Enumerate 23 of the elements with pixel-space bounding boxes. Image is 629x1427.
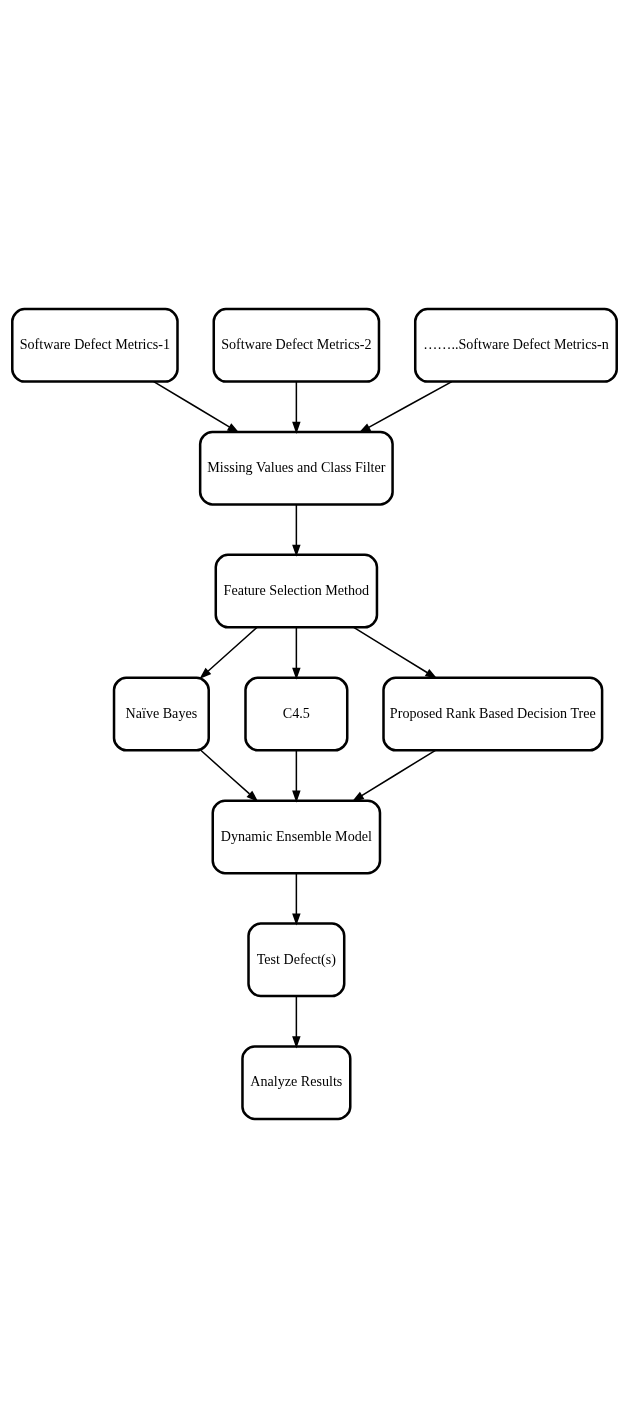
arrow: [199, 626, 258, 679]
arrow: [152, 380, 240, 433]
node-box: Dynamic Ensemble Model: [211, 798, 382, 874]
node-box: Analyze Results: [241, 1044, 352, 1120]
node-box: Test Defect(s): [247, 921, 346, 997]
arrow: [292, 503, 301, 557]
arrow: [352, 626, 438, 679]
node-box: Software Defect Metrics-1: [11, 307, 179, 383]
arrow: [292, 871, 301, 926]
arrow: [200, 749, 259, 802]
arrow: [292, 749, 301, 803]
node-box: Missing Values and Class Filter: [198, 430, 394, 506]
arrow: [292, 626, 301, 680]
arrow: [351, 749, 437, 802]
arrow: [292, 994, 301, 1048]
node-box: C4.5: [244, 675, 349, 752]
node-box: ……..Software Defect Metrics-n: [414, 307, 618, 383]
node-box: Proposed Rank Based Decision Tree: [382, 675, 604, 752]
node-box: Feature Selection Method: [214, 553, 379, 629]
node-box: Naïve Bayes: [112, 675, 210, 752]
arrow: [358, 380, 453, 433]
node-box: Software Defect Metrics-2: [212, 307, 381, 383]
arrow: [292, 380, 301, 434]
